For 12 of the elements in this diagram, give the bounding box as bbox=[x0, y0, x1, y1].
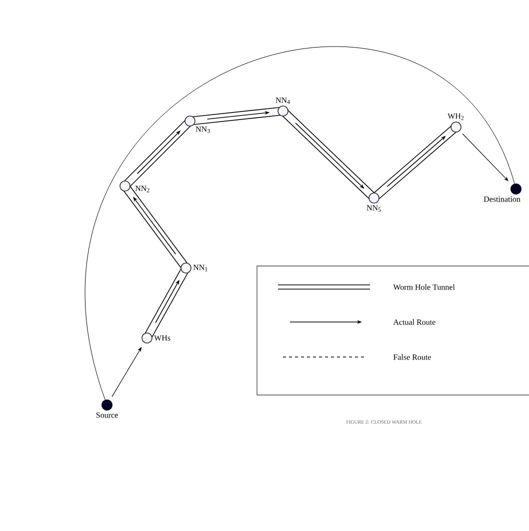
node-label: WH$_{2}$ bbox=[448, 113, 464, 120]
node-label: NN$_{4}$ bbox=[276, 97, 290, 104]
node-label: NN$_{3}$ bbox=[196, 126, 210, 134]
node-label: NN$_{2}$ bbox=[135, 186, 150, 192]
node-label: Destination bbox=[484, 196, 520, 202]
legend-text: Actual Route bbox=[393, 319, 436, 325]
legend-text: False Route bbox=[393, 354, 431, 360]
node-label: NN$_{5}$ bbox=[366, 205, 381, 212]
node-label: WHs bbox=[154, 335, 170, 341]
node-label: Source bbox=[96, 412, 118, 418]
node-label: NN$_{1}$ bbox=[193, 264, 208, 272]
legend-text: Worm Hole Tunnel bbox=[393, 284, 455, 290]
